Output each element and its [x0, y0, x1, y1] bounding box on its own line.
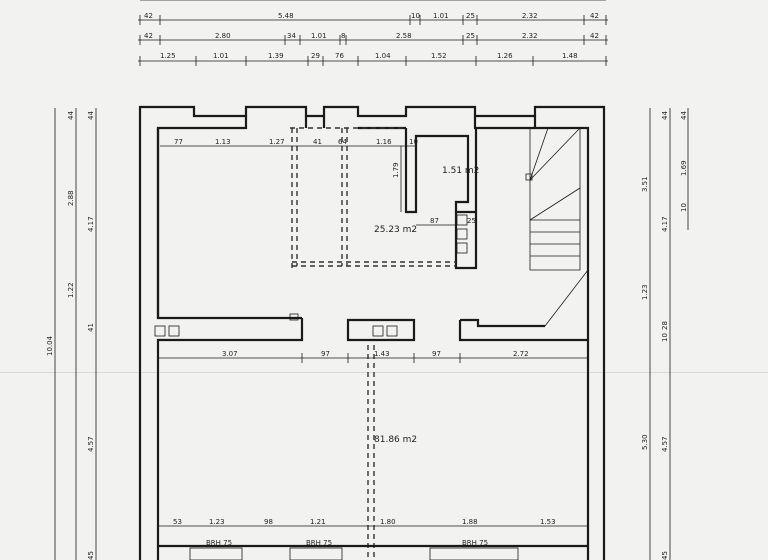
top-dim-r2-1: 2.80 [215, 32, 231, 40]
wc-area: 1.51 m2 [442, 166, 479, 176]
upper-dim-1: 1.13 [215, 138, 231, 146]
left-dim-8: 45 [87, 551, 95, 560]
upper-small-dim: 87 [430, 217, 439, 225]
right-dim-4: 3.51 [641, 176, 649, 192]
right-dim-5: 4.17 [661, 216, 669, 232]
top-dim-r3-6: 1.52 [431, 52, 447, 60]
top-dim-r1-2: 10 [411, 12, 420, 20]
top-dim-r3-3: 29 [311, 52, 320, 60]
right-dim-11: 45 [661, 551, 669, 560]
lower-top-dim-0: 3.07 [222, 350, 238, 358]
top-dim-r3-1: 1.01 [213, 52, 229, 60]
window-2 [289, 547, 343, 560]
upper-height-dim: 1.79 [392, 162, 400, 178]
right-dim-9: 4.57 [661, 436, 669, 452]
chimney-flue-2 [456, 228, 468, 240]
paper-fold-line [0, 372, 768, 373]
top-dim-r3-2: 1.39 [268, 52, 284, 60]
top-dim-r1-4: 25 [466, 12, 475, 20]
left-dim-2: 2.88 [67, 190, 75, 206]
interior-partitions [154, 128, 478, 337]
radiator-1 [154, 325, 166, 337]
right-dim-8: 10 [661, 333, 669, 342]
top-dim-r1-5: 2.32 [522, 12, 538, 20]
top-dimension-lines: 42 5.48 10 1.01 25 2.32 42 42 2.80 34 1.… [138, 0, 608, 66]
upper-room-dimensions: 77 1.13 1.27 41 64 1.16 10 1.79 87 25 25… [160, 138, 479, 235]
top-dim-r3-8: 1.48 [562, 52, 578, 60]
lower-bottom-dim-0: 53 [173, 518, 182, 526]
upper-room-area: 25.23 m2 [374, 225, 417, 235]
upper-dim-3: 41 [313, 138, 322, 146]
right-dim-1: 44 [680, 111, 688, 120]
top-dim-r1-0: 42 [144, 12, 153, 20]
window-1 [189, 547, 243, 560]
top-dim-r2-3: 1.01 [311, 32, 327, 40]
left-dim-0: 44 [67, 111, 75, 120]
window-label-2: BRH 75 [306, 539, 332, 547]
lower-bottom-dim-6: 1.53 [540, 518, 556, 526]
top-dim-r2-2: 34 [287, 32, 296, 40]
upper-dim-0: 77 [174, 138, 183, 146]
left-dim-4: 1.22 [67, 282, 75, 298]
left-dim-7: 4.57 [87, 436, 95, 452]
lower-top-dim-1: 97 [321, 350, 330, 358]
top-dim-r2-6: 25 [466, 32, 475, 40]
lower-bottom-dim-2: 98 [264, 518, 273, 526]
window-3 [429, 547, 519, 560]
dashed-lines [290, 127, 456, 560]
lower-room: 3.07 97 1.43 97 2.72 81.86 m2 53 1.23 98… [157, 350, 589, 560]
right-dim-2: 1.69 [680, 160, 688, 176]
chimney-flue-3 [456, 242, 468, 254]
right-dim-0: 44 [661, 111, 669, 120]
lower-top-dim-2: 1.43 [374, 350, 390, 358]
upper-small-dim-2: 25 [467, 217, 476, 225]
upper-dim-6: 10 [409, 138, 418, 146]
top-dim-r3-5: 1.04 [375, 52, 391, 60]
lower-room-area: 81.86 m2 [374, 435, 417, 445]
top-dim-r3-4: 76 [335, 52, 344, 60]
right-dim-6: 1.23 [641, 284, 649, 300]
left-dim-1: 44 [87, 111, 95, 120]
upper-dim-2: 1.27 [269, 138, 285, 146]
left-dim-5: 41 [87, 323, 95, 332]
top-dim-r3-0: 1.25 [160, 52, 176, 60]
top-dim-r3-7: 1.26 [497, 52, 513, 60]
top-dim-r2-0: 42 [144, 32, 153, 40]
lower-bottom-dim-3: 1.21 [310, 518, 326, 526]
chimney-flue-1 [456, 214, 468, 226]
right-dim-3: 10 [680, 203, 688, 212]
top-dim-r1-1: 5.48 [278, 12, 294, 20]
top-dim-r2-5: 2.58 [396, 32, 412, 40]
lower-bottom-dim-1: 1.23 [209, 518, 225, 526]
lower-bottom-dim-4: 1.80 [380, 518, 396, 526]
top-dim-r1-6: 42 [590, 12, 599, 20]
window-label-1: BRH 75 [206, 539, 232, 547]
upper-dim-5: 1.16 [376, 138, 392, 146]
left-dim-3: 4.17 [87, 216, 95, 232]
lower-bottom-dim-5: 1.88 [462, 518, 478, 526]
lower-top-dim-3: 97 [432, 350, 441, 358]
top-dim-r2-7: 2.32 [522, 32, 538, 40]
right-dim-7: 28 [661, 321, 669, 330]
top-dim-r2-4: 8 [341, 32, 345, 40]
upper-dim-4: 64 [338, 138, 347, 146]
radiator-4 [386, 325, 398, 337]
top-dim-r1-3: 1.01 [433, 12, 449, 20]
left-dimension-lines: 44 44 2.88 4.17 1.22 41 10.04 4.57 45 [46, 108, 97, 560]
radiator-2 [168, 325, 180, 337]
staircase [525, 127, 589, 327]
outer-walls [138, 105, 606, 560]
right-dim-10: 5.30 [641, 434, 649, 450]
lower-top-dim-4: 2.72 [513, 350, 529, 358]
left-dim-6: 10.04 [46, 335, 54, 356]
top-dim-r2-8: 42 [590, 32, 599, 40]
right-dimension-lines: 44 44 1.69 10 3.51 4.17 1.23 28 10 4.57 … [641, 108, 689, 560]
radiator-3 [372, 325, 384, 337]
window-label-3: BRH 75 [462, 539, 488, 547]
